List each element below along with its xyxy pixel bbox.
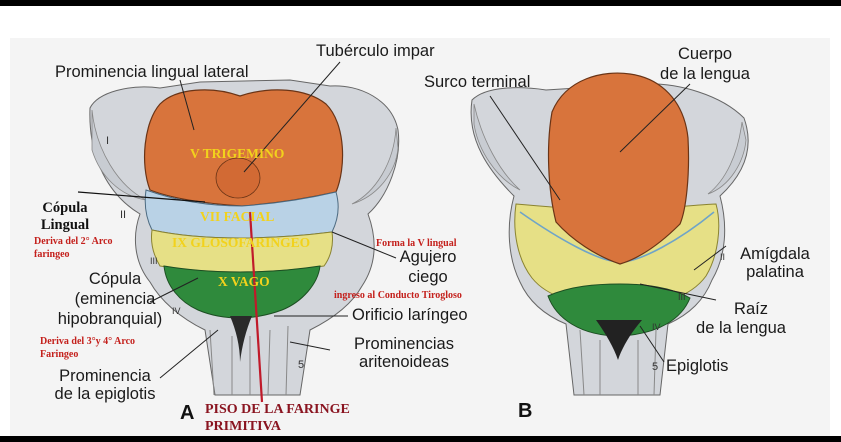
annotation-copula-lingual-line2: Lingual: [40, 217, 90, 233]
label-agujero-ciego-line2: ciego: [408, 268, 448, 286]
figure-a: [77, 61, 400, 403]
panel-label-a: A: [180, 402, 195, 424]
leader-tuberculo-impar: [243, 61, 341, 173]
roman-i-a: I: [106, 135, 110, 147]
label-prominencias-aritenoideas-line2: aritenoideas: [359, 353, 449, 371]
annotation-vii-facial: VII FACIAL: [200, 209, 275, 224]
roman-ii-b: II: [720, 252, 726, 262]
label-raiz-line2: de la lengua: [696, 319, 786, 337]
label-prominencia-epiglotis-line1: Prominencia: [59, 367, 151, 385]
label-prominencias-aritenoideas-line1: Prominencias: [354, 335, 454, 353]
leader-raiz: [639, 283, 717, 301]
glosofaringeo-region: [151, 229, 333, 273]
roman-iv-a: IV: [172, 306, 181, 316]
bottom-frame-bar: [0, 436, 841, 442]
figure-b-laryngeal-orifice: [596, 320, 642, 360]
figure-a-pharynx-lines: [209, 325, 289, 396]
figure-a-laryngeal-orifice: [230, 316, 252, 362]
leader-prominencia-epiglotis: [159, 329, 219, 379]
roman-iv-b: IV: [652, 322, 661, 332]
annotation-glosofaringeo: IX GLOSOFARINGEO: [172, 235, 311, 250]
label-agujero-ciego-line1: Agujero: [399, 248, 457, 266]
leader-cuerpo-lengua: [619, 83, 691, 153]
leader-agujero-ciego: [331, 231, 397, 259]
annotation-forma-v-lingual: Forma la V lingual: [376, 238, 457, 249]
label-copula-line2: (eminencia: [74, 290, 156, 308]
annotation-copula-lingual-line1: Cópula: [42, 200, 88, 216]
label-epiglotis: Epiglotis: [666, 357, 729, 375]
leader-surco-terminal: [489, 95, 561, 201]
label-prominencia-lingual-lateral: Prominencia lingual lateral: [55, 63, 249, 81]
annotation-piso-faringe-line2: PRIMITIVA: [205, 419, 281, 434]
arabic-5-b: 5: [652, 361, 659, 373]
figure-b-arch-left: [473, 103, 521, 191]
label-amigdala-line1: Amígdala: [740, 245, 810, 263]
annotation-piso-faringe-line1: PISO DE LA FARINGE: [205, 402, 350, 417]
label-orificio-laringeo: Orificio laríngeo: [352, 306, 468, 324]
label-surco-terminal: Surco terminal: [424, 73, 531, 91]
annotation-deriva-3-4-arco-line2: Faringeo: [40, 349, 79, 360]
copula-pointer-line: [77, 191, 206, 203]
figure-b-body-region: [547, 72, 690, 265]
label-cuerpo-lengua-line1: Cuerpo: [677, 45, 733, 63]
annotation-deriva-3-4-arco-line1: Deriva del 3°y 4° Arco: [40, 336, 136, 347]
leader-amigdala: [693, 245, 727, 271]
label-raiz-line1: Raíz: [734, 300, 768, 318]
figure-b-epiglottis-region: [547, 283, 691, 337]
leader-epiglotis: [639, 325, 665, 363]
label-copula-line3: hipobranquial): [57, 310, 163, 328]
annotation-ingreso-tirogloso: ingreso al Conducto Tirogloso: [334, 290, 462, 301]
label-copula-line1: Cópula: [88, 270, 142, 288]
annotation-x-vago: X VAGO: [218, 274, 270, 289]
annotation-deriva-2-arco-line2: faringeo: [34, 249, 70, 260]
piso-faringe-line: [248, 211, 264, 403]
label-prominencia-epiglotis-line2: de la epiglotis: [54, 385, 156, 403]
roman-ii-a: II: [120, 209, 127, 221]
top-frame-bar: [0, 0, 841, 6]
leader-prominencias-aritenoideas: [289, 341, 331, 351]
label-amigdala-line2: palatina: [746, 263, 804, 281]
figure-b-pharynx-lines: [579, 329, 657, 396]
arabic-5-a: 5: [298, 359, 305, 371]
roman-iii-a: III: [150, 256, 158, 266]
tuberculo-impar-bump: [215, 157, 261, 199]
leader-copula: [149, 277, 199, 303]
leader-prominencia-lateral: [179, 79, 195, 131]
label-tuberculo-impar: Tubérculo impar: [316, 42, 435, 60]
annotation-v-trigemino: V TRIGEMINO: [190, 146, 285, 161]
label-cuerpo-lengua-line2: de la lengua: [660, 65, 750, 83]
figure-a-arch-right: [351, 127, 399, 205]
figure-b: [470, 72, 749, 396]
figure-b-arch-right: [707, 121, 747, 195]
annotation-deriva-2-arco-line1: Deriva del 2° Arco: [34, 236, 113, 247]
roman-iii-b: III: [678, 292, 686, 302]
vago-region: [163, 265, 321, 319]
panel-label-b: B: [518, 400, 533, 422]
